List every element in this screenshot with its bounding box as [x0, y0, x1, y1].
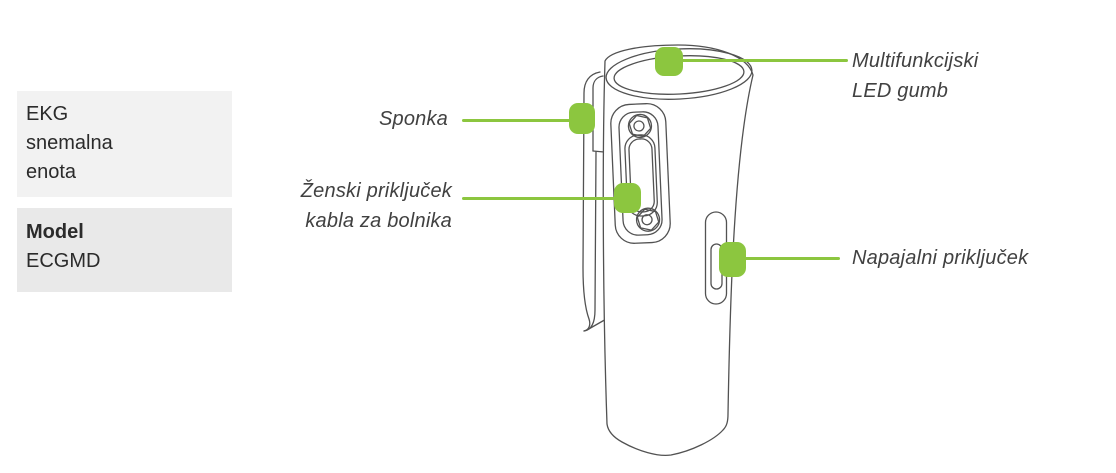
clip-drawing	[582, 71, 609, 332]
sponka-label: Sponka	[378, 108, 448, 130]
led-button-label: Multifunkcijski LED gumb	[852, 50, 979, 102]
led-button-leader-line	[676, 59, 848, 62]
ekg-unit-text: EKG snemalna enota	[26, 103, 113, 183]
power-connector-label: Napajalni priključek	[852, 247, 1029, 269]
power-connector-leader-line	[740, 257, 840, 260]
patient-cable-connector-marker	[614, 183, 641, 213]
model-label: Model	[26, 221, 84, 243]
ekg-unit-box: EKG snemalna enota	[17, 91, 232, 197]
patient-cable-connector-drawing	[610, 103, 671, 244]
model-box: Model ECGMD	[17, 208, 232, 292]
clip-marker	[569, 103, 595, 134]
patient-cable-connector-label: Ženski priključek kabla za bolnika	[300, 180, 452, 232]
power-connector-marker	[719, 242, 746, 277]
led-button-marker	[655, 47, 683, 76]
sponka-leader-line	[462, 119, 577, 122]
patient-cable-connector-leader-line	[462, 197, 624, 200]
device-line-drawing	[582, 44, 754, 457]
model-value: ECGMD	[26, 250, 101, 272]
